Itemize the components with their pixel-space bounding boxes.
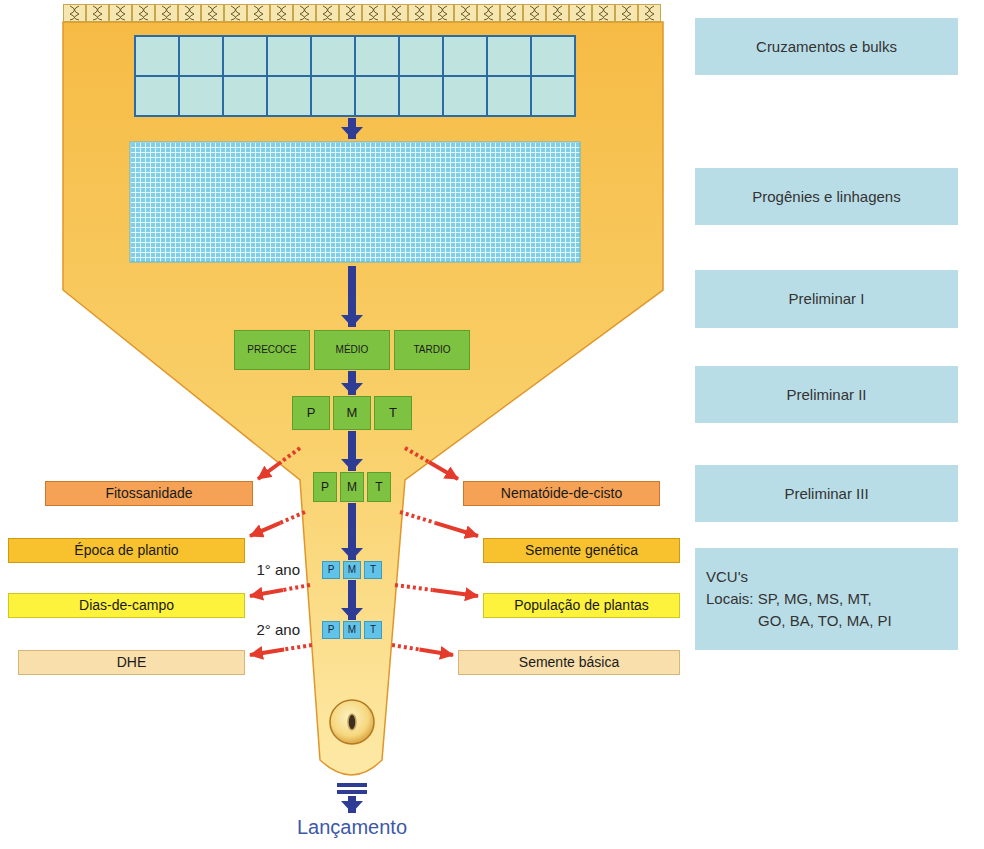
branch-arrow: [250, 590, 283, 596]
stage-panel: Preliminar I: [695, 270, 958, 328]
branch-arrow-dash: [283, 585, 310, 590]
activity-box: Época de plantio: [8, 538, 245, 563]
branch-arrow-dash: [284, 645, 312, 650]
branch-arrow: [429, 462, 458, 479]
activity-box: Semente genética: [483, 538, 680, 563]
dna-strip: [63, 4, 661, 22]
maturity-box: T: [374, 396, 412, 430]
branch-arrow: [435, 523, 478, 536]
activity-box: Semente básica: [458, 650, 680, 675]
node-text: T: [389, 405, 397, 421]
branch-arrow: [432, 590, 478, 596]
branch-arrow: [250, 650, 284, 656]
node-text: Preliminar I: [789, 290, 865, 308]
release-bar: [337, 790, 367, 794]
node-text: T: [370, 624, 376, 636]
maturity-box: PRECOCE: [234, 330, 310, 370]
node-text: Época de plantio: [74, 542, 178, 559]
flow-arrow: [348, 431, 356, 471]
branch-arrow-dash: [400, 512, 435, 523]
node-text: PRECOCE: [247, 344, 296, 356]
release-bar: [337, 783, 367, 787]
maturity-box: T: [367, 472, 391, 502]
node-text: P: [307, 405, 316, 421]
release-arrow: [348, 796, 356, 813]
node-text: M: [348, 624, 356, 636]
flow-arrow: [348, 266, 356, 327]
maturity-box: MÉDIO: [314, 330, 390, 370]
maturity-box: P: [313, 472, 337, 502]
activity-box: População de plantas: [483, 593, 680, 618]
maturity-box: P: [322, 621, 340, 639]
year-label: 1° ano: [230, 561, 300, 579]
node-text: Semente genética: [525, 542, 638, 559]
node-text: Preliminar II: [786, 386, 866, 404]
branch-arrow-dash: [405, 448, 429, 462]
branch-arrow-dash: [392, 645, 420, 650]
activity-box: Fitossanidade: [45, 481, 253, 506]
activity-box: DHE: [18, 650, 245, 675]
flow-arrow: [348, 580, 356, 620]
cross-grid: [135, 36, 575, 116]
branch-arrow-dash: [281, 448, 300, 462]
branch-arrow: [250, 523, 280, 536]
flow-arrow: [348, 503, 356, 560]
node-text: Semente básica: [519, 654, 619, 671]
cross-grid-border: [135, 36, 575, 116]
node-text: M: [347, 405, 358, 421]
node-text: Locais: SP, MG, MS, MT, GO, BA, TO, MA, …: [706, 588, 896, 632]
stage-panel: Progênies e linhagens: [695, 168, 958, 225]
release-label: Lançamento: [242, 815, 462, 839]
seed-hilum: [348, 714, 356, 730]
node-text: P: [328, 624, 335, 636]
maturity-box: T: [364, 621, 382, 639]
node-text: T: [370, 564, 376, 576]
node-text: Nematóide-de-cisto: [501, 485, 622, 502]
activity-box: Nematóide-de-cisto: [463, 481, 660, 506]
node-text: Dias-de-campo: [79, 597, 174, 614]
progeny-grid: [130, 142, 580, 262]
node-text: P: [328, 564, 335, 576]
maturity-box: T: [364, 561, 382, 579]
node-text: M: [348, 564, 356, 576]
flow-arrow: [348, 371, 356, 395]
node-text: P: [321, 480, 329, 494]
activity-box: Dias-de-campo: [8, 593, 245, 618]
node-text: Fitossanidade: [105, 485, 192, 502]
stage-panel: Preliminar II: [695, 366, 958, 423]
year-label: 2° ano: [230, 621, 300, 639]
node-text: TARDIO: [413, 344, 450, 356]
maturity-box: M: [343, 621, 361, 639]
soybean-seed: [330, 700, 374, 744]
node-text: Progênies e linhagens: [752, 188, 900, 206]
node-text: DHE: [117, 654, 147, 671]
node-text: T: [375, 480, 382, 494]
flow-arrow: [348, 118, 356, 139]
maturity-box: M: [340, 472, 364, 502]
stage-panel: VCU'sLocais: SP, MG, MS, MT, GO, BA, TO,…: [695, 548, 958, 650]
maturity-box: TARDIO: [394, 330, 470, 370]
maturity-box: P: [322, 561, 340, 579]
branch-arrow: [258, 462, 281, 479]
node-text: MÉDIO: [336, 344, 369, 356]
maturity-box: M: [333, 396, 371, 430]
node-text: População de plantas: [514, 597, 649, 614]
node-text: M: [347, 480, 357, 494]
seed-body: [330, 700, 374, 744]
branch-arrow-dash: [280, 512, 305, 523]
branch-arrow: [420, 650, 454, 656]
stage-panel: Cruzamentos e bulks: [695, 18, 958, 75]
branch-arrow-dash: [395, 585, 432, 590]
node-text: Preliminar III: [784, 485, 868, 503]
node-text: Cruzamentos e bulks: [756, 38, 897, 56]
node-text: VCU's: [706, 566, 748, 588]
maturity-box: P: [292, 396, 330, 430]
stage-panel: Preliminar III: [695, 465, 958, 522]
maturity-box: M: [343, 561, 361, 579]
